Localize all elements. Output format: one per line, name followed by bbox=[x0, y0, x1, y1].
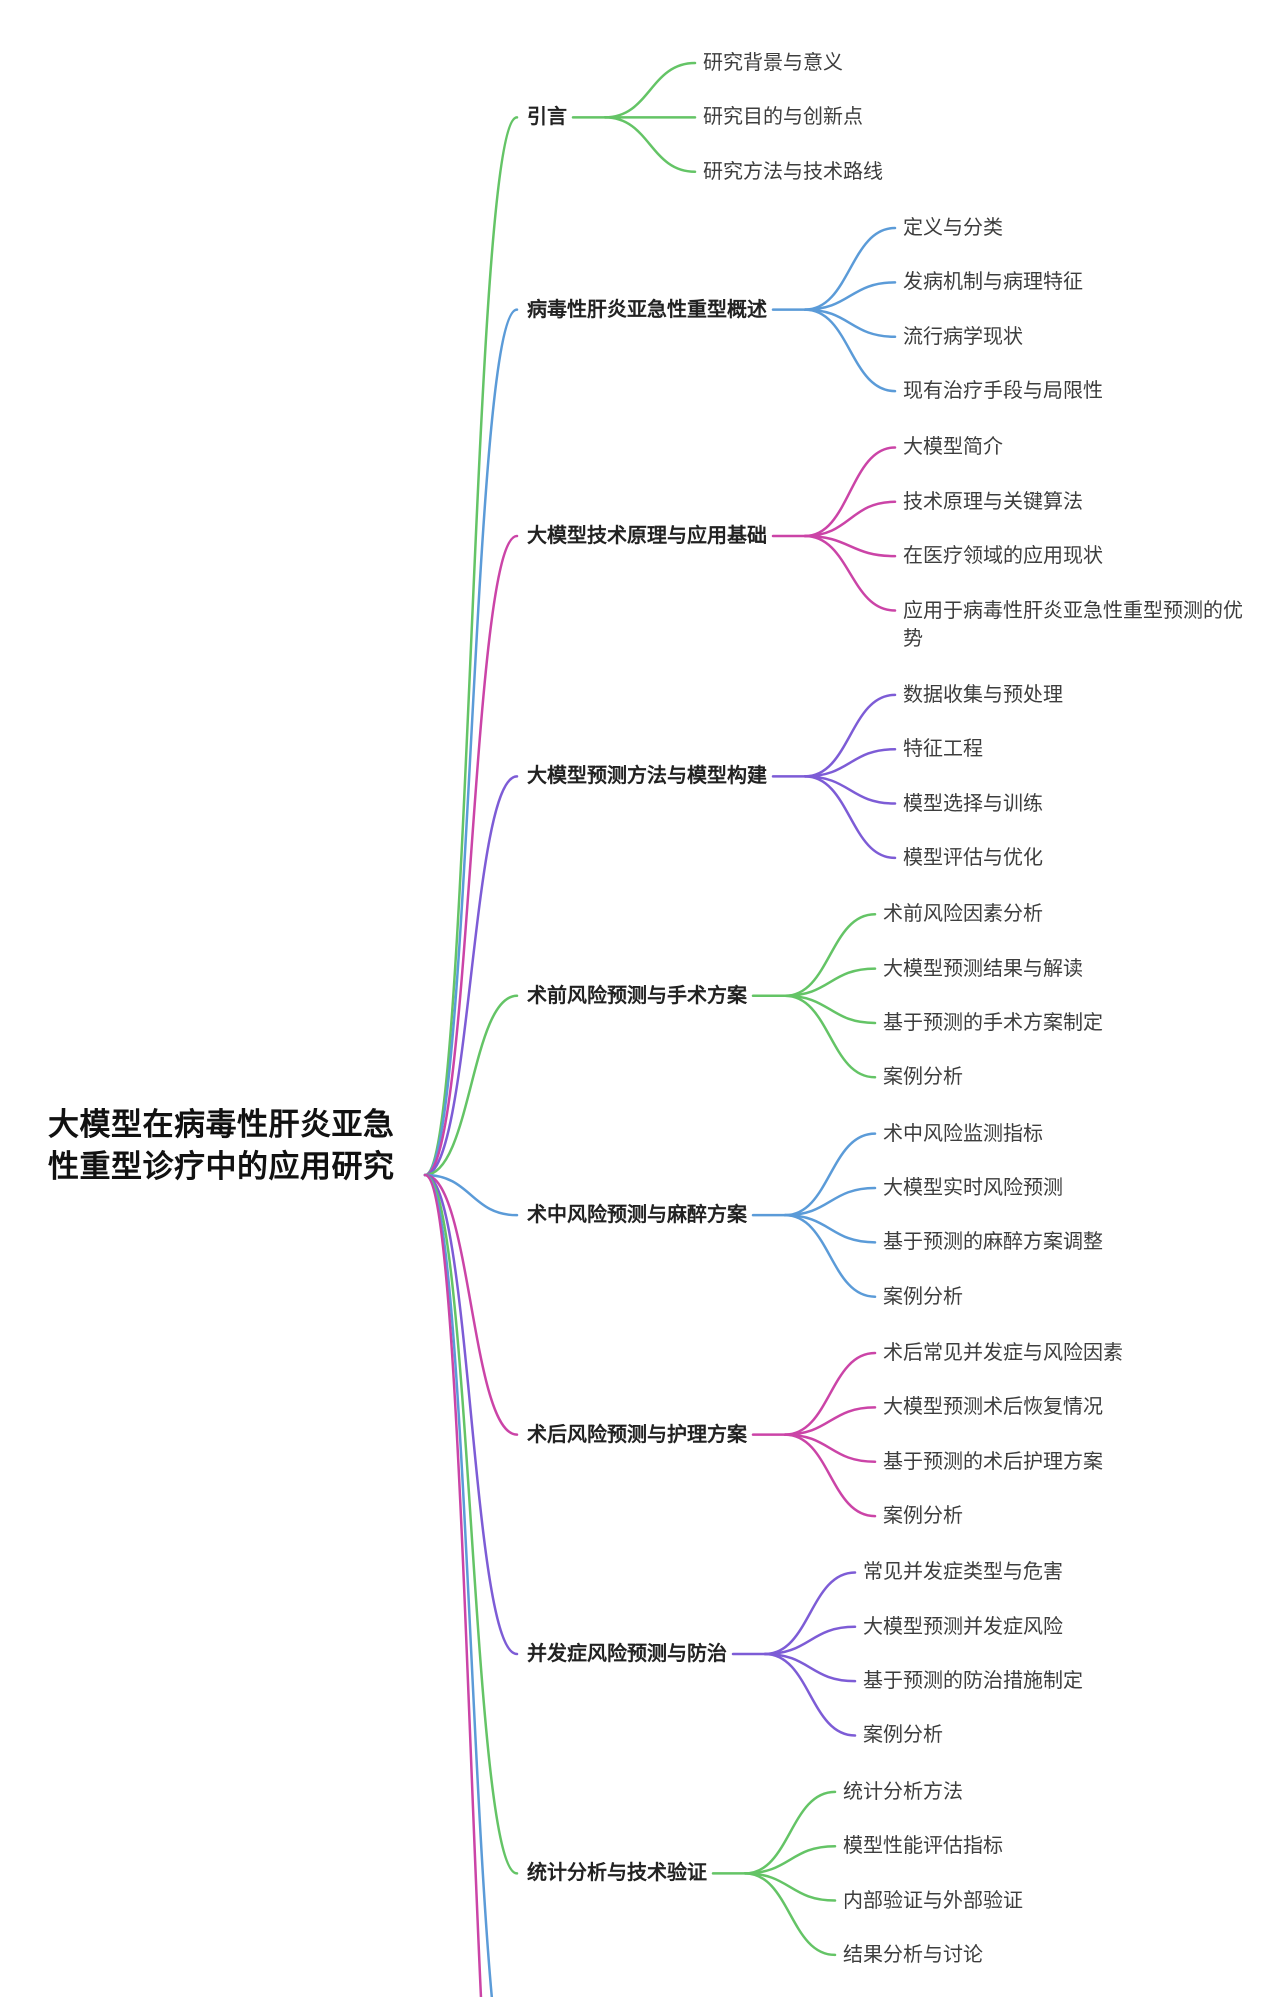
leaf-node-6-0[interactable]: 术后常见并发症与风险因素 bbox=[883, 1342, 1123, 1364]
leaf-node-7-0[interactable]: 常见并发症类型与危害 bbox=[863, 1561, 1063, 1583]
branch-node-7[interactable]: 并发症风险预测与防治 bbox=[527, 1642, 727, 1665]
leaf-node-5-2[interactable]: 基于预测的麻醉方案调整 bbox=[883, 1231, 1103, 1253]
mindmap-link bbox=[763, 1625, 857, 1656]
mindmap-link bbox=[423, 534, 519, 1177]
leaf-node-4-1[interactable]: 大模型预测结果与解读 bbox=[883, 958, 1083, 980]
mindmap-link bbox=[423, 994, 519, 1177]
leaf-node-3-2[interactable]: 模型选择与训练 bbox=[903, 793, 1043, 815]
mindmap-link bbox=[423, 1173, 494, 1997]
mindmap-link bbox=[603, 116, 697, 173]
mindmap-link bbox=[783, 1213, 877, 1244]
mindmap-link bbox=[423, 1173, 519, 1656]
leaf-node-5-1[interactable]: 大模型实时风险预测 bbox=[883, 1177, 1063, 1199]
mindmap-link bbox=[803, 775, 897, 860]
leaf-node-5-0[interactable]: 术中风险监测指标 bbox=[883, 1123, 1043, 1145]
mindmap-link bbox=[743, 1844, 837, 1875]
mindmap-link bbox=[783, 913, 877, 998]
mindmap-link bbox=[803, 226, 897, 311]
leaf-node-4-2[interactable]: 基于预测的手术方案制定 bbox=[883, 1012, 1103, 1034]
mindmap-link bbox=[783, 1433, 877, 1463]
root-node[interactable]: 大模型在病毒性肝炎亚急性重型诊疗中的应用研究 bbox=[48, 1107, 395, 1184]
leaf-node-8-2[interactable]: 内部验证与外部验证 bbox=[843, 1890, 1023, 1912]
mindmap-link bbox=[423, 1173, 519, 1875]
mindmap-link bbox=[803, 308, 897, 393]
leaf-node-1-3[interactable]: 现有治疗手段与局限性 bbox=[903, 380, 1103, 402]
mindmap-link bbox=[763, 1652, 857, 1683]
leaf-node-0-2[interactable]: 研究方法与技术路线 bbox=[703, 161, 883, 183]
mindmap-link bbox=[803, 747, 897, 778]
branch-node-2[interactable]: 大模型技术原理与应用基础 bbox=[527, 524, 767, 547]
mindmap-link bbox=[803, 281, 897, 311]
mindmap-link bbox=[763, 1652, 857, 1737]
mindmap-link bbox=[783, 967, 877, 998]
mindmap-link bbox=[803, 446, 897, 538]
mindmap-link bbox=[423, 1173, 519, 1217]
leaf-node-4-3[interactable]: 案例分析 bbox=[883, 1066, 963, 1088]
leaf-node-1-2[interactable]: 流行病学现状 bbox=[903, 326, 1023, 348]
mindmap-link bbox=[423, 1173, 483, 1997]
mindmap-link bbox=[803, 500, 897, 538]
leaf-node-6-2[interactable]: 基于预测的术后护理方案 bbox=[883, 1451, 1103, 1473]
leaf-node-2-2[interactable]: 在医疗领域的应用现状 bbox=[903, 545, 1103, 567]
branch-node-6[interactable]: 术后风险预测与护理方案 bbox=[527, 1423, 747, 1446]
leaf-node-2-1[interactable]: 技术原理与关键算法 bbox=[903, 491, 1083, 513]
mindmap-link bbox=[803, 534, 897, 558]
branch-node-0[interactable]: 引言 bbox=[527, 106, 567, 129]
mindmap-link bbox=[803, 693, 897, 778]
mindmap-link bbox=[783, 1213, 877, 1298]
mindmap-link bbox=[803, 308, 897, 338]
mindmap-link bbox=[783, 1406, 877, 1436]
mindmap-link bbox=[803, 534, 897, 612]
mindmap-link bbox=[423, 775, 519, 1177]
mindmap-link bbox=[783, 1351, 877, 1436]
leaf-node-0-1[interactable]: 研究目的与创新点 bbox=[703, 106, 863, 128]
leaf-node-8-0[interactable]: 统计分析方法 bbox=[843, 1781, 963, 1803]
mindmap-link bbox=[743, 1872, 837, 1957]
leaf-node-8-3[interactable]: 结果分析与讨论 bbox=[843, 1944, 983, 1966]
leaf-node-3-3[interactable]: 模型评估与优化 bbox=[903, 847, 1043, 869]
mindmap-link bbox=[783, 994, 877, 1079]
mindmap-link bbox=[783, 994, 877, 1025]
mindmap-link bbox=[783, 1132, 877, 1217]
leaf-node-6-1[interactable]: 大模型预测术后恢复情况 bbox=[883, 1396, 1103, 1418]
mindmap-link bbox=[423, 1173, 519, 1436]
leaf-node-4-0[interactable]: 术前风险因素分析 bbox=[883, 903, 1043, 925]
leaf-node-7-3[interactable]: 案例分析 bbox=[863, 1724, 943, 1746]
mindmap-link bbox=[783, 1186, 877, 1217]
leaf-node-7-2[interactable]: 基于预测的防治措施制定 bbox=[863, 1670, 1083, 1692]
leaf-node-7-1[interactable]: 大模型预测并发症风险 bbox=[863, 1616, 1063, 1638]
leaf-node-0-0[interactable]: 研究背景与意义 bbox=[703, 52, 843, 74]
mindmap-link bbox=[803, 775, 897, 805]
branch-node-5[interactable]: 术中风险预测与麻醉方案 bbox=[527, 1204, 747, 1227]
leaf-node-2-3[interactable]: 应用于病毒性肝炎亚急性重型预测的优势 bbox=[903, 600, 1243, 650]
mindmap-link bbox=[423, 308, 519, 1177]
leaf-node-5-3[interactable]: 案例分析 bbox=[883, 1286, 963, 1308]
branch-node-8[interactable]: 统计分析与技术验证 bbox=[527, 1862, 707, 1885]
leaf-node-3-1[interactable]: 特征工程 bbox=[903, 738, 983, 760]
mindmap-link bbox=[743, 1790, 837, 1875]
branch-node-4[interactable]: 术前风险预测与手术方案 bbox=[527, 984, 747, 1007]
leaf-node-6-3[interactable]: 案例分析 bbox=[883, 1505, 963, 1527]
mindmap-link bbox=[603, 61, 697, 119]
leaf-node-1-0[interactable]: 定义与分类 bbox=[903, 217, 1003, 239]
mindmap-link bbox=[763, 1571, 857, 1656]
leaf-node-1-1[interactable]: 发病机制与病理特征 bbox=[903, 271, 1083, 293]
mindmap-link bbox=[743, 1872, 837, 1902]
mindmap-link bbox=[783, 1433, 877, 1518]
mindmap-link bbox=[423, 116, 519, 1177]
leaf-node-8-1[interactable]: 模型性能评估指标 bbox=[843, 1835, 1003, 1857]
branch-node-3[interactable]: 大模型预测方法与模型构建 bbox=[527, 765, 767, 788]
leaf-node-2-0[interactable]: 大模型简介 bbox=[903, 436, 1003, 458]
leaf-node-3-0[interactable]: 数据收集与预处理 bbox=[903, 684, 1063, 706]
branch-node-1[interactable]: 病毒性肝炎亚急性重型概述 bbox=[527, 298, 767, 321]
